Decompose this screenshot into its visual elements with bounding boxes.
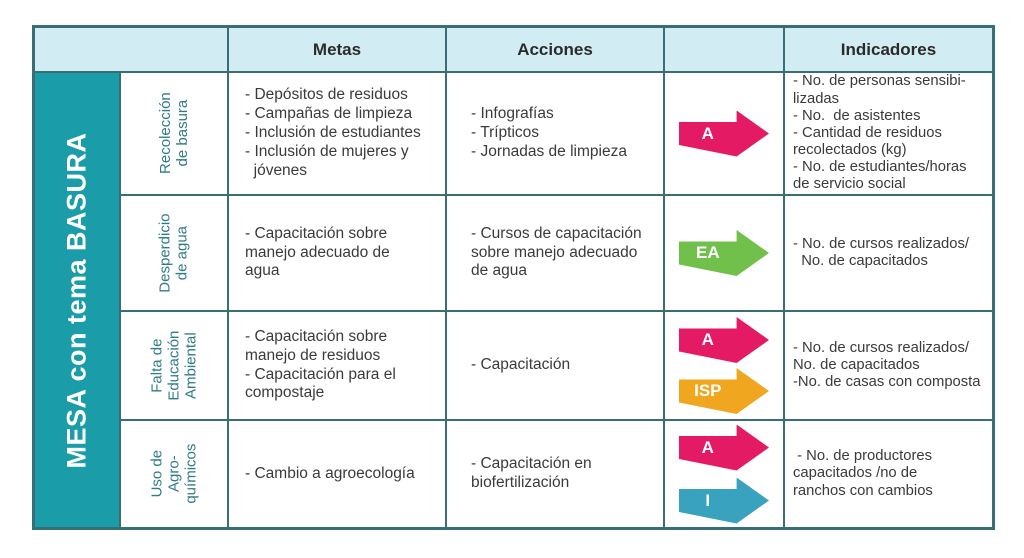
mesa-basura-matrix: Metas Acciones Indicadores MESA con tema…: [32, 25, 995, 530]
arrows-cell: A I: [665, 421, 783, 527]
arrows-cell: EA: [665, 196, 783, 310]
row-label-text: Recolección de basura: [156, 92, 191, 175]
acciones-cell: - Infografías - Trípticos - Jornadas de …: [447, 73, 663, 194]
header-corner-cell: [35, 28, 227, 71]
metas-cell: - Capacitación sobre manejo de residuos …: [229, 312, 445, 419]
row-label-text: Falta de Educación Ambiental: [148, 330, 200, 401]
row-label-text: Uso de Agro- químicos: [148, 443, 200, 505]
row-label-educacion: Falta de Educación Ambiental: [121, 312, 227, 419]
header-metas: Metas: [229, 28, 445, 71]
metas-cell: - Depósitos de residuos - Campañas de li…: [229, 73, 445, 194]
arrow-label: A: [701, 330, 714, 349]
acciones-cell: - Capacitación: [447, 312, 663, 419]
arrow-label: ISP: [694, 381, 722, 400]
theme-sidebar: MESA con tema BASURA: [35, 73, 119, 527]
arrow-label: EA: [695, 243, 720, 262]
pink-arrow-icon: A: [679, 110, 769, 157]
header-arrows-cell: [665, 28, 783, 71]
indicadores-cell: - No. de cursos realizados/ No. de capac…: [785, 312, 992, 419]
pink-arrow-icon: A: [679, 317, 769, 363]
arrow-label: A: [701, 437, 714, 457]
header-indicadores: Indicadores: [785, 28, 992, 71]
arrows-cell: A ISP: [665, 312, 783, 419]
metas-cell: - Cambio a agroecología: [229, 421, 445, 527]
blue-arrow-icon: I: [679, 477, 769, 524]
metas-cell: - Capacitación sobre manejo adecuado de …: [229, 196, 445, 310]
row-label-text: Desperdicio de agua: [156, 213, 191, 293]
acciones-cell: - Cursos de capacitación sobre manejo ad…: [447, 196, 663, 310]
indicadores-cell: - No. de cursos realizados/ No. de capac…: [785, 196, 992, 310]
pink-arrow-icon: A: [679, 424, 769, 471]
header-acciones: Acciones: [447, 28, 663, 71]
indicadores-cell: - No. de personas sensibi- lizadas - No.…: [785, 73, 992, 194]
indicadores-cell: - No. de productores capacitados /no de …: [785, 421, 992, 527]
arrows-cell: A: [665, 73, 783, 194]
row-label-agroquimicos: Uso de Agro- químicos: [121, 421, 227, 527]
arrow-label: I: [705, 490, 711, 510]
green-arrow-icon: EA: [679, 230, 769, 276]
table-title: MESA con tema BASURA: [61, 131, 92, 469]
row-label-recoleccion: Recolección de basura: [121, 73, 227, 194]
arrow-label: A: [701, 123, 714, 143]
acciones-cell: - Capacitación en biofertilización: [447, 421, 663, 527]
row-label-desperdicio: Desperdicio de agua: [121, 196, 227, 310]
orange-arrow-icon: ISP: [679, 368, 769, 414]
